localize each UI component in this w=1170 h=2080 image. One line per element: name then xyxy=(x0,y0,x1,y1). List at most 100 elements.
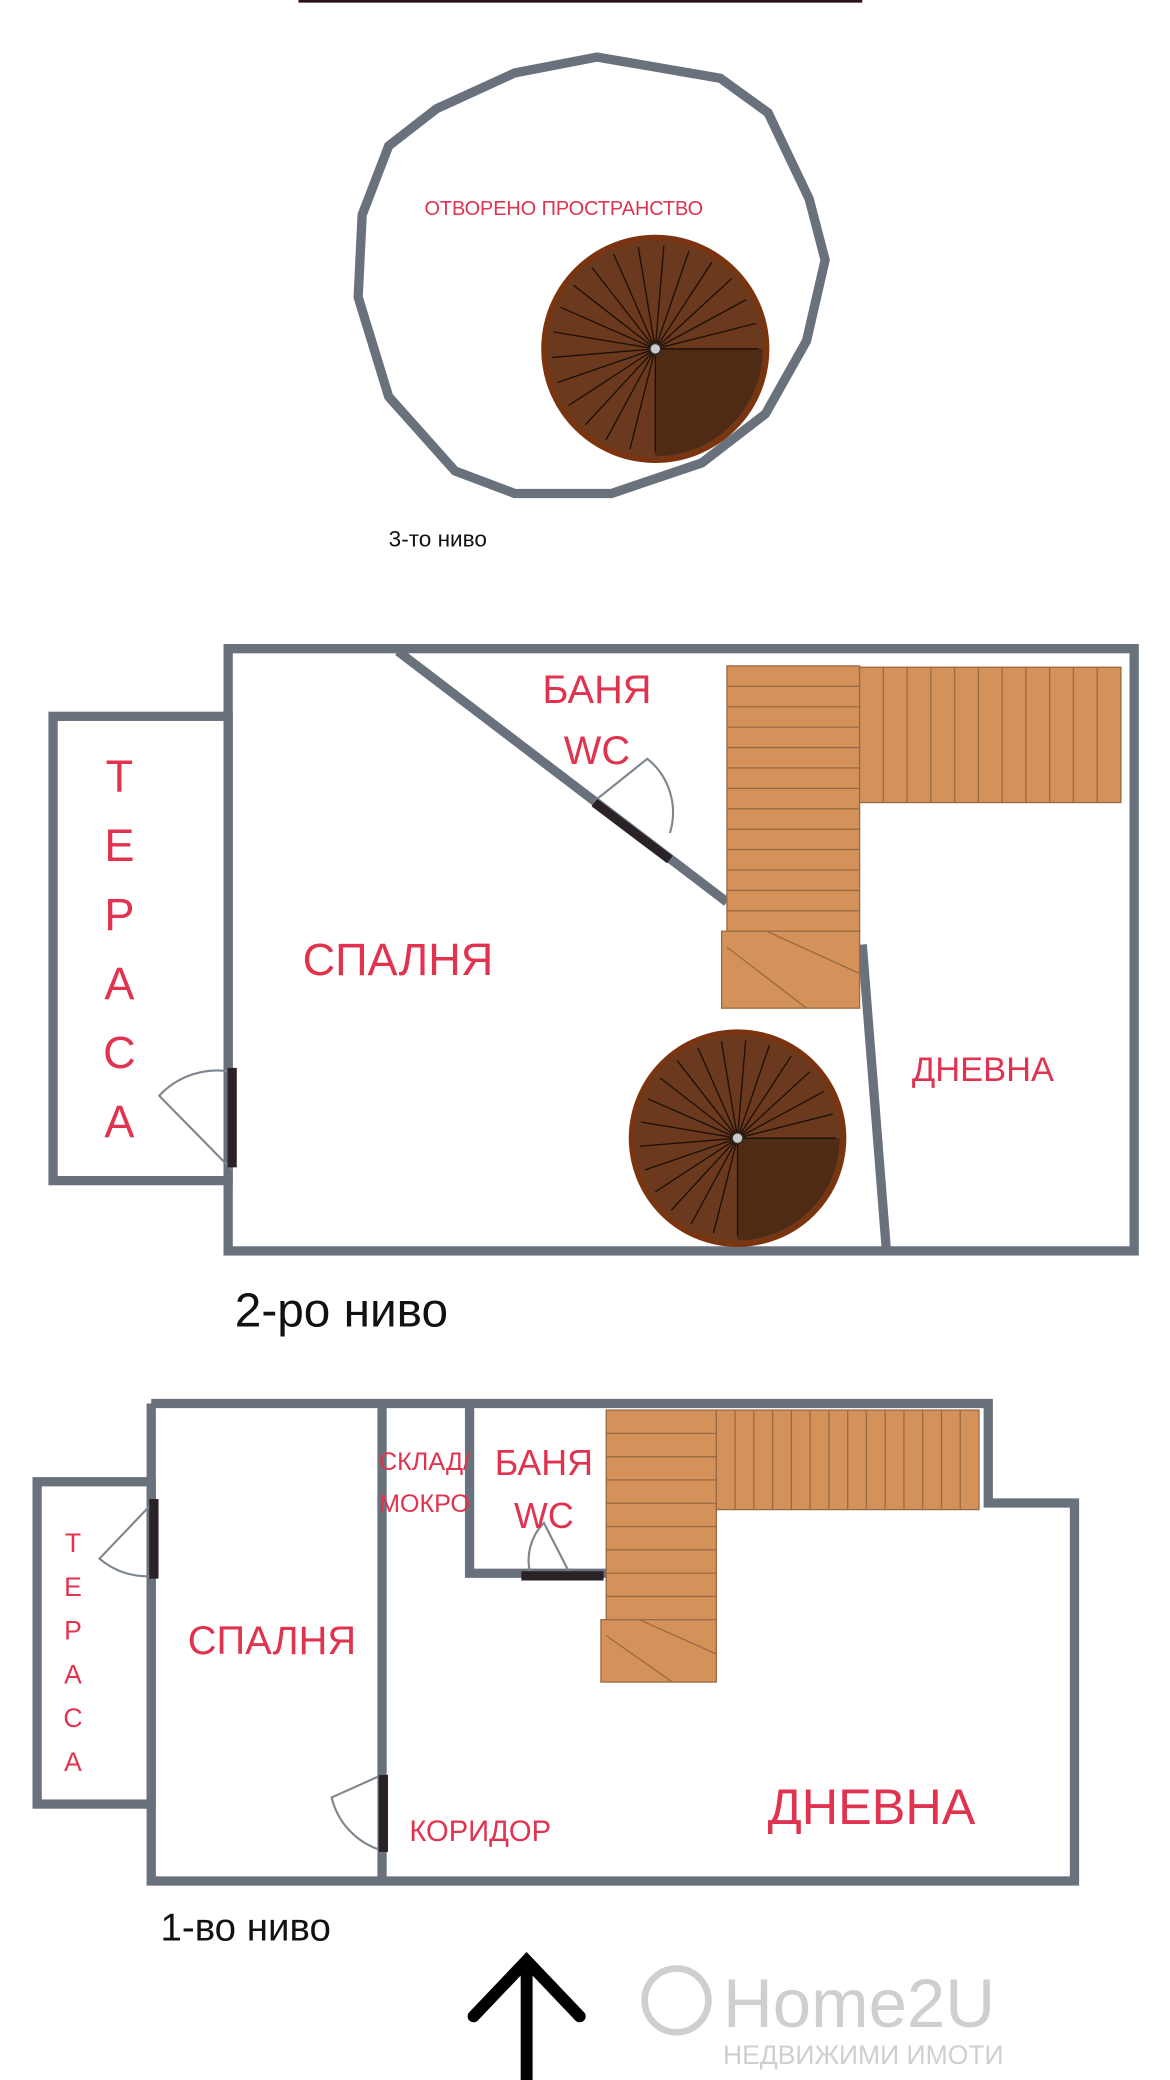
stair-step xyxy=(726,946,807,1009)
label-bedroom: СПАЛНЯ xyxy=(188,1619,356,1663)
bath-door[interactable] xyxy=(591,798,673,864)
label-wc: WC xyxy=(564,729,630,773)
label-storage-line1: СКЛАД/ xyxy=(379,1448,470,1476)
bedroom-door-swing xyxy=(330,1773,383,1852)
terrace-letter: А xyxy=(104,1096,134,1147)
label-bedroom: СПАЛНЯ xyxy=(303,934,494,985)
spiral-stair-step xyxy=(676,1060,739,1139)
label-living: ДНЕВНА xyxy=(912,1051,1054,1089)
spiral-stair-step xyxy=(736,1040,747,1139)
terrace-letter: С xyxy=(103,1027,136,1078)
stair-flight xyxy=(605,1409,717,1621)
stair-step xyxy=(605,1635,673,1683)
spiral-stair-step xyxy=(655,1137,738,1193)
label-corridor: КОРИДОР xyxy=(409,1816,551,1848)
level3-outer-wall xyxy=(353,52,830,499)
level1-terrace-wall xyxy=(32,1477,156,1809)
spiral-stair-step xyxy=(736,1045,771,1139)
spiral-stair-landing xyxy=(655,348,763,457)
watermark-logo-icon xyxy=(641,1965,712,2036)
spiral-stair-step xyxy=(736,1055,792,1139)
spiral-stair-step xyxy=(654,250,690,350)
spiral-stair-step xyxy=(737,1113,833,1139)
spiral-stair-step xyxy=(591,266,656,350)
spiral-stair-step xyxy=(720,1041,739,1139)
spiral-stair-step xyxy=(568,348,656,407)
spiral-stair-step xyxy=(690,1137,739,1225)
spiral-stair-step xyxy=(573,284,656,350)
watermark: Home2U НЕДВИЖИМИ ИМОТИ xyxy=(641,1965,1004,2070)
spiral-stair-step xyxy=(654,261,713,350)
spiral-stair-step xyxy=(647,1098,738,1139)
bath-door-swing xyxy=(593,757,675,834)
spiral-stair-step xyxy=(552,348,656,359)
arrow-up-icon xyxy=(467,1951,586,2080)
label-open-space: ОТВОРЕНО ПРОСТРАНСТВО xyxy=(424,198,703,220)
stair-flight xyxy=(858,666,1122,804)
spiral-stair-step xyxy=(639,1137,738,1147)
spiral-stair-step xyxy=(584,348,656,426)
spiral-stair-step xyxy=(629,348,656,450)
terrace-letter: А xyxy=(64,1747,82,1777)
spiral-stair-step xyxy=(644,1137,738,1171)
watermark-tagline: НЕДВИЖИМИ ИМОТИ xyxy=(723,2040,1004,2070)
spiral-stair-step xyxy=(654,245,665,349)
level2-terrace-wall xyxy=(48,711,233,1186)
level1-title: 1-во ниво xyxy=(161,1907,331,1950)
terrace-door-swing xyxy=(97,1500,155,1578)
spiral-stair-step xyxy=(637,246,656,349)
spiral-stair-step xyxy=(737,1090,825,1139)
level2-bath-wall xyxy=(395,647,730,906)
spiral-stair-step xyxy=(613,253,656,350)
straight-staircase xyxy=(600,1409,980,1683)
spiral-stair-step xyxy=(655,322,756,350)
level2-living-wall xyxy=(857,944,891,1248)
spiral-stair-step xyxy=(557,348,656,384)
level2-outer-wall xyxy=(223,644,1139,1256)
label-wc: WC xyxy=(514,1496,574,1536)
spiral-stair-step xyxy=(640,1121,738,1139)
label-storage-line2: МОКРО xyxy=(379,1490,470,1518)
terrace-letter: Е xyxy=(64,1572,82,1602)
stair-step xyxy=(638,1619,717,1655)
spiral-staircase xyxy=(628,1029,847,1247)
terrace-letter: А xyxy=(64,1659,82,1689)
spiral-stair-step xyxy=(605,348,656,441)
stair-step xyxy=(766,930,860,975)
spiral-stair-step xyxy=(697,1048,739,1139)
level3-title: 3-то ниво xyxy=(389,527,487,552)
spiral-staircase xyxy=(541,234,770,463)
terrace-door-swing xyxy=(157,1069,233,1171)
spiral-stair-step xyxy=(670,1137,739,1211)
terrace-letter: Р xyxy=(64,1616,82,1646)
spiral-stair-post xyxy=(731,1132,744,1145)
terrace-letter: Т xyxy=(65,1528,81,1558)
terrace-letter: А xyxy=(104,958,134,1009)
label-bath: БАНЯ xyxy=(495,1443,593,1483)
terrace-letter: Т xyxy=(106,751,134,802)
level2-title: 2-ро ниво xyxy=(235,1285,448,1338)
bath-door-swing xyxy=(527,1521,572,1576)
spiral-stair-step xyxy=(654,278,732,350)
straight-staircase xyxy=(720,665,1122,1009)
level-3: ОТВОРЕНО ПРОСТРАНСТВО 3-то ниво xyxy=(353,52,830,552)
spiral-stair-step xyxy=(712,1138,739,1234)
level1-outer-wall xyxy=(146,1398,1080,1886)
label-bath: БАНЯ xyxy=(542,668,651,712)
terrace-letter: С xyxy=(63,1703,82,1733)
spiral-stair-step xyxy=(659,1077,738,1139)
terrace-letter: Е xyxy=(104,820,134,871)
label-living: ДНЕВНА xyxy=(768,1778,976,1835)
terrace-letter: Р xyxy=(104,889,134,940)
watermark-brand: Home2U xyxy=(723,1965,995,2042)
stair-flight xyxy=(726,665,861,932)
spiral-stair-step xyxy=(553,331,656,350)
spiral-stair-post xyxy=(649,342,662,355)
level1-bath-wall xyxy=(464,1403,607,1578)
